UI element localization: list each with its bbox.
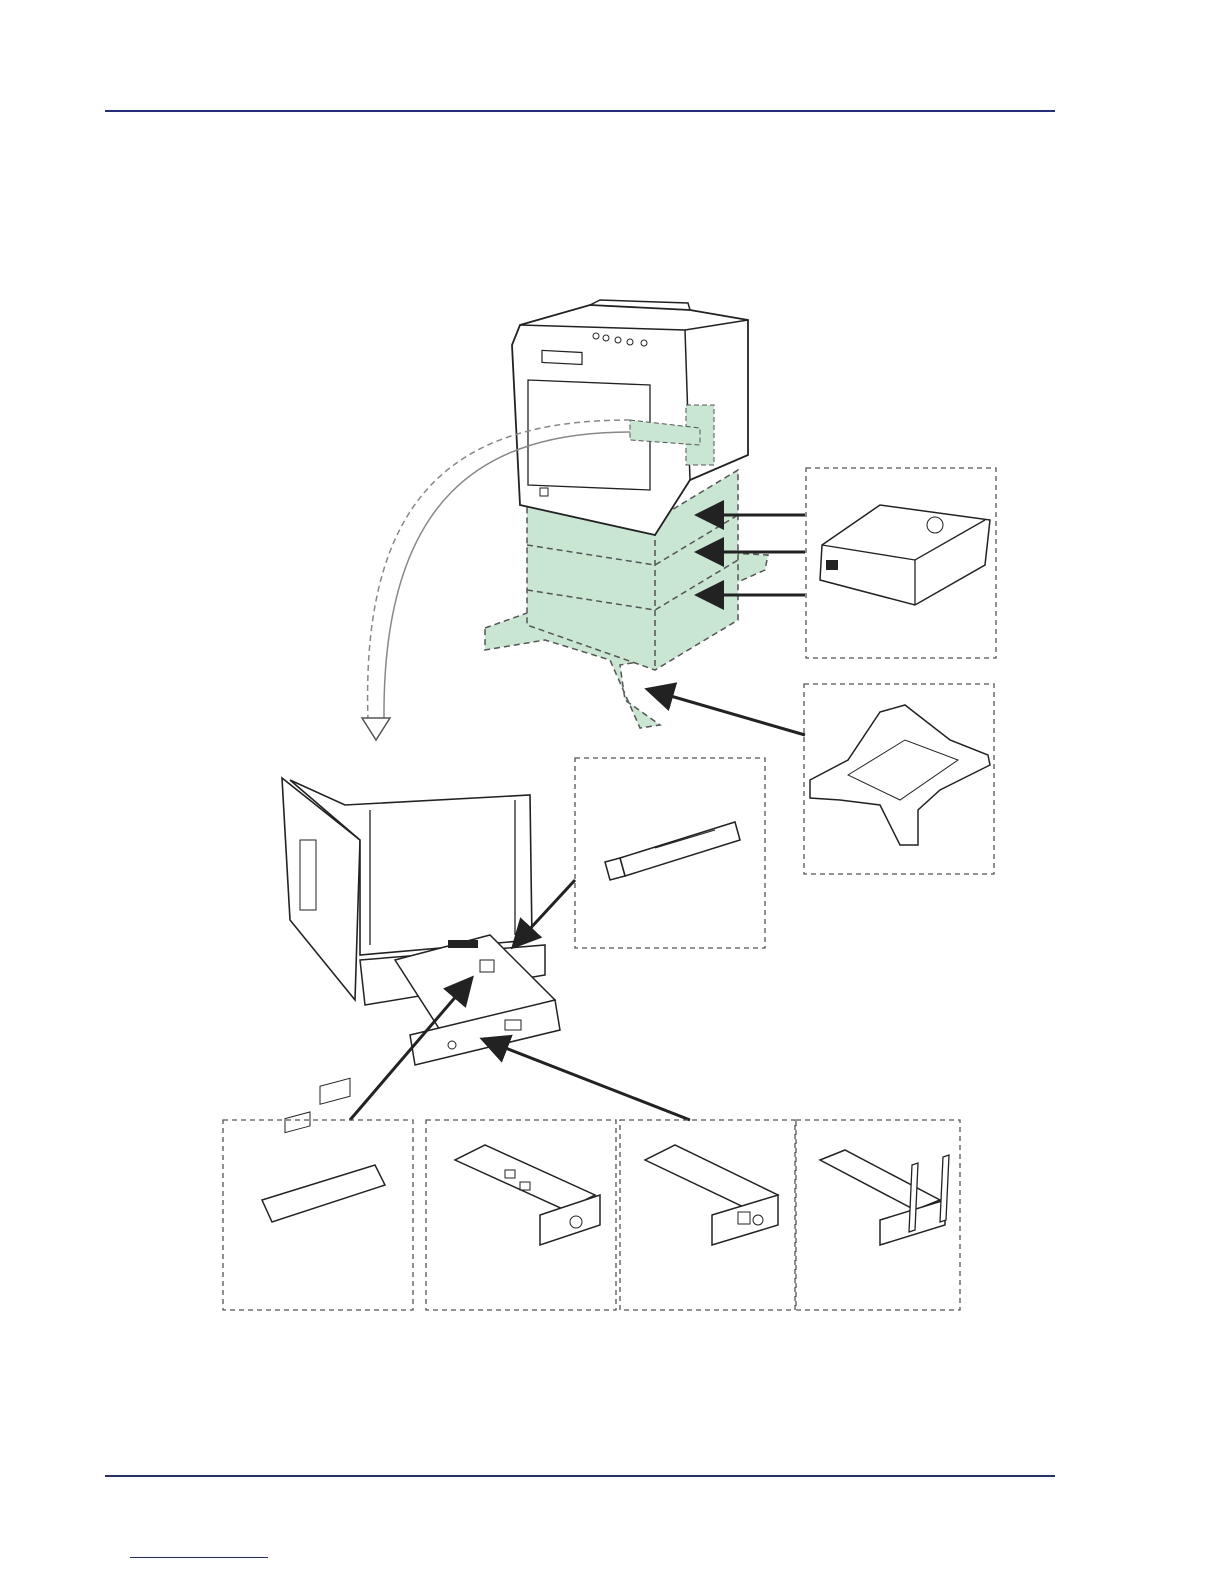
printer-rear-view: [282, 778, 560, 1065]
stand-detail: [810, 705, 990, 845]
network-card-icon: [455, 1145, 600, 1245]
usb-stick-icon: [605, 822, 740, 880]
wireless-card-icon: [820, 1150, 949, 1245]
paper-feeder-detail: [820, 505, 990, 605]
serial-card-icon: [645, 1145, 778, 1245]
